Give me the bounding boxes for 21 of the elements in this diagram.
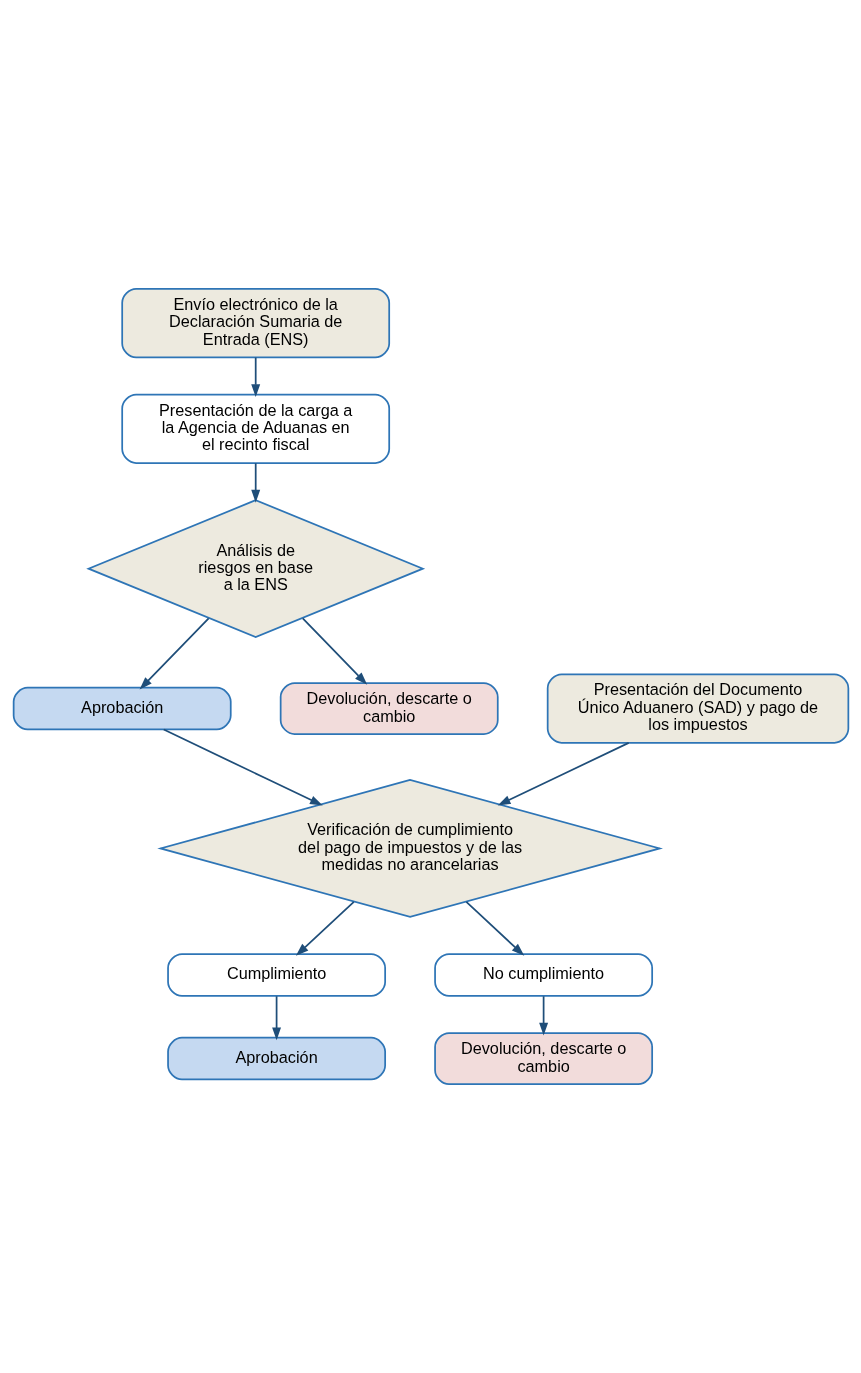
node-box: Presentación del Documento Único Aduanero (SAD) y pago de los impuestos: [546, 673, 849, 744]
arrow: [271, 995, 281, 1041]
node-box: Cumplimiento: [166, 953, 386, 997]
node-box: Envío electrónico de la Declaración Sumaria de Entrada (ENS): [120, 288, 390, 359]
node-box: Devolución, descarte o cambio: [433, 1032, 653, 1085]
arrow: [250, 462, 260, 503]
node-box: Devolución, descarte o cambio: [279, 682, 499, 735]
arrow: [139, 617, 209, 690]
node-diamond: Análisis de riesgos en base a la ENS: [85, 499, 425, 639]
arrow: [295, 901, 355, 956]
arrow: [250, 356, 260, 398]
arrow: [301, 617, 367, 685]
arrow: [162, 728, 323, 806]
node-box: No cumplimiento: [433, 953, 653, 997]
arrow: [497, 741, 630, 806]
node-box: Presentación de la carga a la Agencia de Aduanas en el recinto fiscal: [120, 393, 390, 464]
node-diamond: Verificación de cumplimiento del pago de impuestos y de las medidas no arancelarias: [156, 779, 663, 918]
arrow: [538, 995, 548, 1036]
node-box: Aprobación: [166, 1036, 386, 1081]
arrow: [464, 901, 524, 956]
node-box: Aprobación: [12, 686, 232, 731]
